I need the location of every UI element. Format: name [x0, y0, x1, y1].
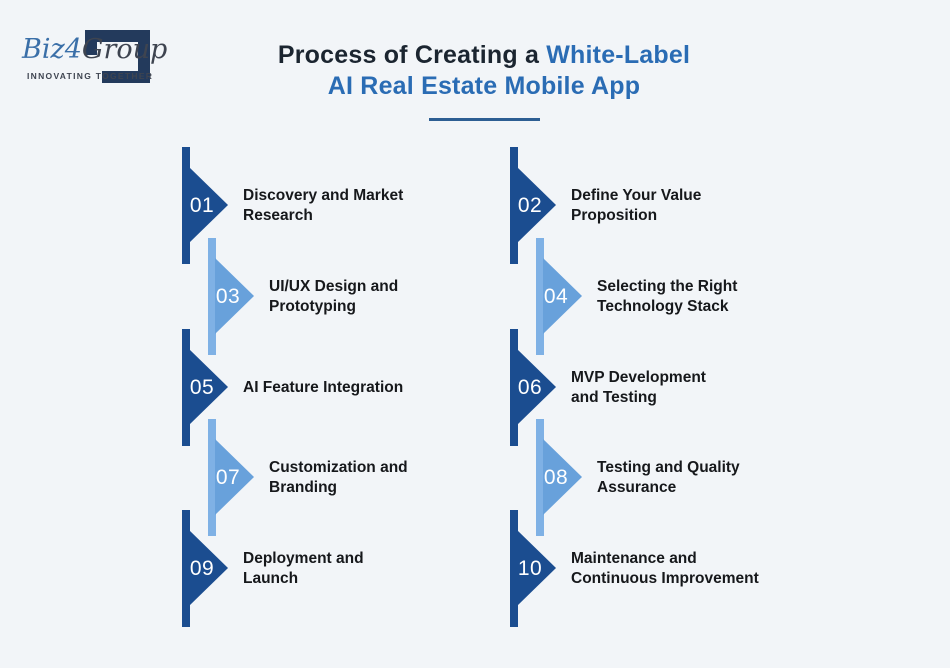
step-number: 09 — [189, 556, 215, 580]
step-label: Deployment and Launch — [243, 549, 364, 587]
step-bar — [182, 147, 190, 264]
logo: Biz4Group INNOVATING TOGETHER — [16, 20, 176, 94]
page-title: Process of Creating a White-Label AI Real… — [0, 40, 950, 102]
logo-tagline: INNOVATING TOGETHER — [27, 71, 154, 81]
step-number: 06 — [517, 375, 543, 399]
step-arrow-icon — [189, 349, 228, 425]
step-arrow-icon — [215, 439, 254, 515]
step-03: 03 UI/UX Design and Prototyping — [208, 238, 508, 355]
step-label: Customization and Branding — [269, 458, 408, 496]
step-number: 05 — [189, 375, 215, 399]
step-arrow-icon — [215, 258, 254, 334]
step-arrow-icon — [543, 258, 582, 334]
step-01: 01 Discovery and Market Research — [182, 147, 482, 264]
logo-wordmark: Biz4Group — [22, 34, 167, 65]
step-label: Define Your Value Proposition — [571, 186, 702, 224]
step-07: 07 Customization and Branding — [208, 419, 508, 536]
step-arrow-icon — [517, 530, 556, 606]
step-arrow-icon — [517, 167, 556, 243]
title-dark-segment: Process of Creating a — [277, 41, 547, 69]
step-bar — [536, 419, 544, 536]
step-arrow-icon — [543, 439, 582, 515]
step-number: 07 — [215, 465, 241, 489]
step-label: Testing and Quality Assurance — [597, 458, 740, 496]
step-number: 08 — [543, 465, 569, 489]
step-06: 06 MVP Development and Testing — [510, 329, 810, 446]
step-08: 08 Testing and Quality Assurance — [536, 419, 836, 536]
logo-brand-blue: Biz4 — [22, 34, 82, 65]
step-bar — [536, 238, 544, 355]
step-bar — [510, 147, 518, 264]
step-bar — [182, 329, 190, 446]
step-05: 05 AI Feature Integration — [182, 329, 482, 446]
step-number: 04 — [543, 284, 569, 308]
step-label: AI Feature Integration — [243, 378, 404, 396]
step-04: 04 Selecting the Right Technology Stack — [536, 238, 836, 355]
step-number: 10 — [517, 556, 543, 580]
step-02: 02 Define Your Value Proposition — [510, 147, 810, 264]
step-arrow-icon — [189, 167, 228, 243]
logo-brand-dark: Group — [81, 34, 168, 65]
step-bar — [510, 510, 518, 627]
title-underline — [429, 118, 540, 121]
step-label: Maintenance and Continuous Improvement — [571, 549, 759, 587]
step-number: 01 — [189, 193, 215, 217]
step-bar — [182, 510, 190, 627]
step-arrow-icon — [189, 530, 228, 606]
step-label: UI/UX Design and Prototyping — [269, 277, 399, 315]
step-09: 09 Deployment and Launch — [182, 510, 482, 627]
step-label: MVP Development and Testing — [571, 368, 706, 406]
logo-square-icon — [85, 30, 150, 83]
step-bar — [208, 419, 216, 536]
step-bar — [510, 329, 518, 446]
step-10: 10 Maintenance and Continuous Improvemen… — [510, 510, 810, 627]
step-number: 02 — [517, 193, 543, 217]
step-number: 03 — [215, 284, 241, 308]
step-label: Selecting the Right Technology Stack — [597, 277, 738, 315]
title-blue-segment: White-Label — [546, 41, 691, 69]
title-line2: AI Real Estate Mobile App — [327, 72, 641, 100]
step-bar — [208, 238, 216, 355]
step-label: Discovery and Market Research — [243, 186, 404, 224]
step-arrow-icon — [517, 349, 556, 425]
